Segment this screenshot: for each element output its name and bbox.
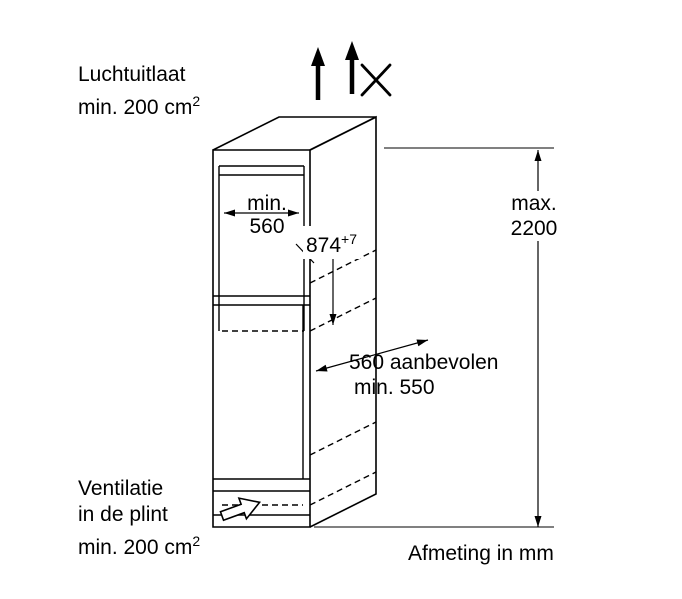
depth-minimum: min. 550 bbox=[354, 376, 435, 399]
max-height-value: 2200 bbox=[510, 217, 558, 240]
niche-width-dimension-label: min. 560 bbox=[230, 192, 304, 238]
depth-dimension-label: 560 aanbevolen min. 550 bbox=[349, 350, 498, 400]
plinth-vent-line1: Ventilatie bbox=[78, 477, 164, 500]
plinth-vent-sup: 2 bbox=[192, 533, 201, 549]
niche-height-value: 874 bbox=[306, 234, 342, 257]
plinth-vent-line2: in de plint bbox=[78, 503, 168, 526]
plinth-vent-line3: min. 200 cm2 bbox=[78, 533, 201, 559]
airflow-up-arrow-icon bbox=[311, 41, 359, 100]
max-height-prefix: max. bbox=[511, 192, 557, 215]
air-outlet-line2: min. 200 cm2 bbox=[78, 93, 201, 119]
depth-recommended: 560 aanbevolen bbox=[349, 351, 499, 374]
depth-dimension-arrow bbox=[315, 339, 429, 372]
cabinet-outline bbox=[212, 115, 377, 528]
air-outlet-line1: Luchtuitlaat bbox=[78, 63, 186, 86]
max-height-dimension-label: max. 2200 bbox=[502, 191, 566, 241]
plinth-airflow-arrow-icon bbox=[219, 497, 262, 522]
plinth-vent-label: Ventilatie in de plint min. 200 cm2 bbox=[78, 476, 200, 561]
hidden-edges-dashed bbox=[222, 249, 377, 506]
niche-height-tolerance: +7 bbox=[341, 231, 358, 247]
niche-height-dimension-label: 874+7 bbox=[303, 226, 361, 259]
niche-inner-edges bbox=[213, 165, 310, 516]
niche-width-value: 560 bbox=[249, 215, 285, 238]
air-outlet-label: Luchtuitlaat min. 200 cm2 bbox=[78, 62, 200, 121]
units-note: Afmeting in mm bbox=[408, 542, 554, 565]
niche-width-min: min. bbox=[247, 192, 287, 215]
air-outlet-sup: 2 bbox=[192, 93, 201, 109]
no-duct-cross-icon bbox=[360, 63, 392, 97]
